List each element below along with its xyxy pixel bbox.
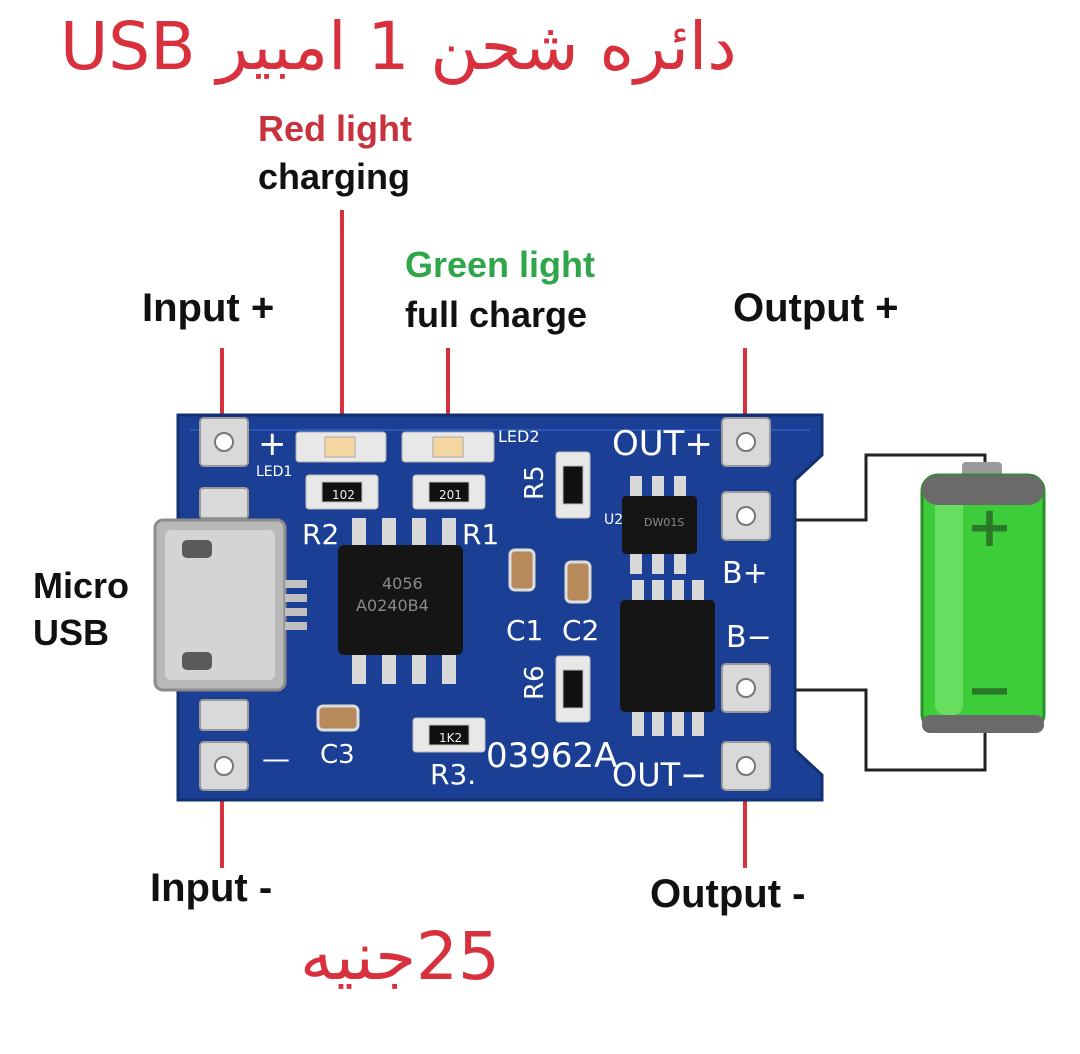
output-minus-label: Output - xyxy=(650,872,806,916)
battery-illustration xyxy=(920,462,1046,733)
red-light-label: Red light xyxy=(258,108,412,149)
page-title: دائره شحن 1 امبير USB xyxy=(60,8,737,85)
price-label: 25جنيه xyxy=(300,918,500,995)
led2-label: LED2 xyxy=(498,427,540,446)
res-201-marking: 201 xyxy=(439,488,462,502)
r3-silk: R3. xyxy=(430,758,477,791)
led2 xyxy=(401,431,495,463)
led1 xyxy=(295,431,387,463)
r5-silk: R5 xyxy=(520,465,550,500)
resistors xyxy=(305,451,591,753)
dw01-chip xyxy=(622,476,697,574)
battery-minus-wire xyxy=(790,688,987,772)
chip-u2-silk: U2 xyxy=(604,512,624,528)
battery-minus-sign: − xyxy=(966,658,1013,723)
res-1k2-marking: 1K2 xyxy=(439,731,463,745)
mosfet-chip xyxy=(620,580,715,736)
out-plus-silk: OUT+ xyxy=(612,424,713,464)
b-plus-silk: B+ xyxy=(722,556,768,591)
r1-silk: R1 xyxy=(462,518,500,551)
out-minus-silk: OUT− xyxy=(612,756,707,794)
battery-plus-sign: + xyxy=(966,495,1013,560)
pcb-minus-mark: — xyxy=(262,742,290,775)
c3-silk: C3 xyxy=(320,740,355,770)
b-minus-silk: B− xyxy=(726,620,772,655)
r2-silk: R2 xyxy=(302,518,340,551)
r6-silk: R6 xyxy=(520,665,550,700)
led1-label: LED1 xyxy=(256,464,293,480)
output-plus-label: Output + xyxy=(733,286,899,330)
board-code: 03962A xyxy=(486,736,618,776)
battery-wires xyxy=(790,453,987,772)
chip-dw01-marking: DW01S xyxy=(644,516,685,529)
charging-label: charging xyxy=(258,156,411,197)
res-102-marking: 102 xyxy=(332,488,355,502)
usb-label: USB xyxy=(33,612,110,653)
c1-silk: C1 xyxy=(506,614,544,647)
c2-silk: C2 xyxy=(562,614,600,647)
capacitors xyxy=(316,548,592,732)
micro-usb-connector xyxy=(153,518,307,692)
chip-main-line2: A0240B4 xyxy=(356,596,429,615)
full-charge-label: full charge xyxy=(405,294,588,335)
input-plus-label: Input + xyxy=(142,286,275,330)
input-minus-label: Input - xyxy=(150,866,273,910)
pcb-plus-mark: + xyxy=(258,424,287,464)
green-light-label: Green light xyxy=(405,244,596,285)
micro-label: Micro xyxy=(33,565,130,606)
chip-main-line1: 4056 xyxy=(382,574,423,593)
battery-plus-wire xyxy=(790,453,987,522)
tp4056-chip xyxy=(338,518,463,684)
